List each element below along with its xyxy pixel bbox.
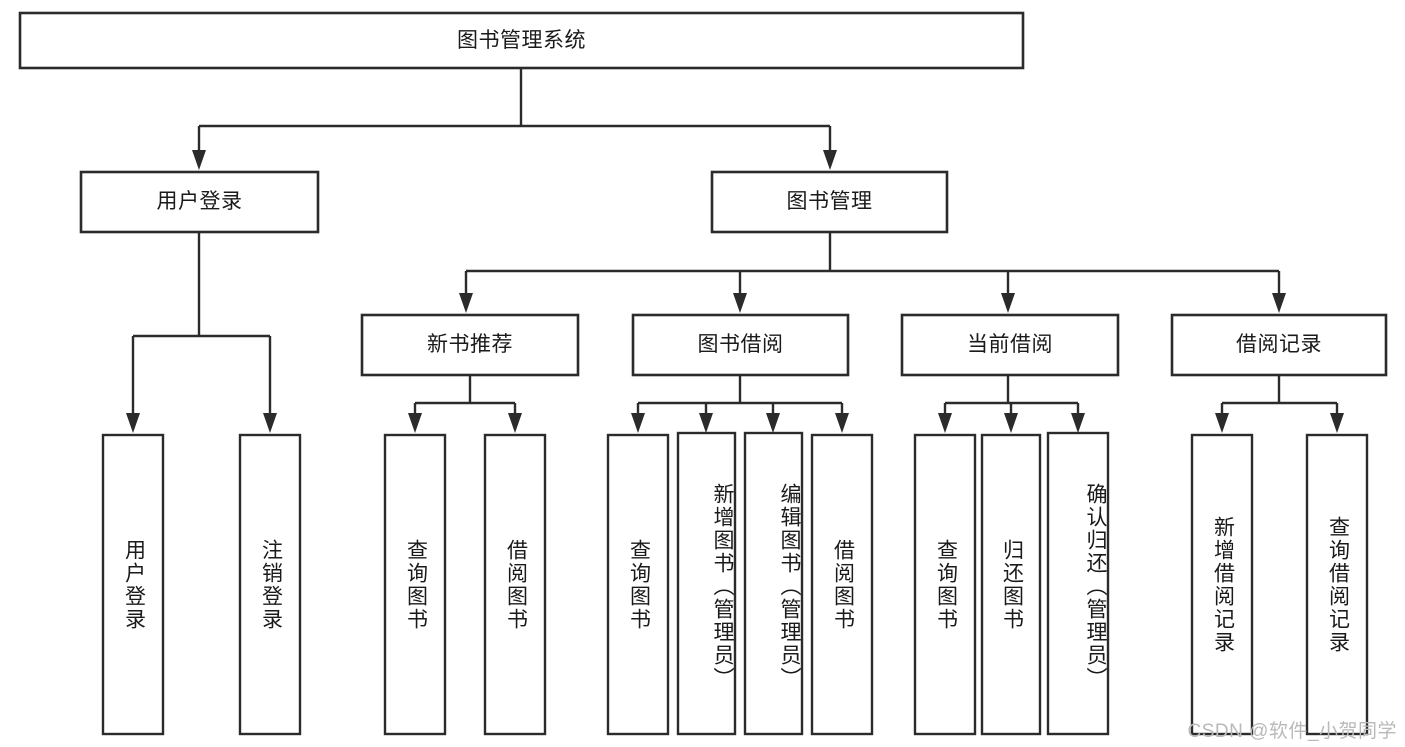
leaf-label-query-borrow-record: 查询借阅记录 — [1326, 515, 1350, 654]
node-label-current-borrow: 当前借阅 — [967, 333, 1053, 357]
node-box-root[interactable] — [18, 11, 1025, 70]
leaf-label-query-book-3: 查询图书 — [934, 538, 958, 631]
arrowhead-leaf-return-book — [1004, 413, 1018, 433]
arrowhead-leaf-add-borrow-record — [1215, 413, 1229, 433]
leaf-box-query-book-1[interactable] — [383, 433, 447, 736]
leaf-box-query-book-3[interactable] — [913, 433, 977, 736]
node-box-new-book-recommend[interactable] — [360, 313, 580, 377]
leaf-label-return-book: 归还图书 — [1000, 538, 1024, 631]
leaf-box-add-book-admin[interactable] — [676, 431, 737, 736]
leaf-box-edit-book-admin[interactable] — [743, 431, 804, 736]
leaf-label-add-borrow-record: 新增借阅记录 — [1211, 515, 1235, 654]
arrowhead-user-login — [192, 150, 206, 170]
leaf-label-query-book-1: 查询图书 — [404, 538, 428, 631]
leaf-label-query-book-2: 查询图书 — [627, 538, 651, 631]
node-label-borrow-records: 借阅记录 — [1236, 333, 1322, 357]
leaf-label-borrow-book-2: 借阅图书 — [831, 538, 855, 631]
arrowhead-current-borrow — [1001, 293, 1015, 313]
arrowhead-leaf-confirm-return-admin — [1071, 413, 1085, 433]
leaf-box-query-book-2[interactable] — [606, 433, 670, 736]
arrowhead-leaf-user-login — [126, 413, 140, 433]
arrowhead-leaf-logout — [263, 413, 277, 433]
leaf-box-add-borrow-record[interactable] — [1190, 433, 1254, 736]
arrowhead-leaf-edit-book-admin — [766, 413, 780, 433]
arrowhead-leaf-query-book-3 — [938, 413, 952, 433]
node-label-book-management: 图书管理 — [786, 190, 873, 214]
leaf-box-borrow-book-1[interactable] — [483, 433, 547, 736]
node-label-user-login: 用户登录 — [156, 190, 243, 214]
arrowhead-leaf-query-borrow-record — [1330, 413, 1344, 433]
arrowhead-new-book-recommend — [459, 293, 473, 313]
leaf-label-confirm-return-admin: 确认归还（管理员） — [1084, 483, 1107, 690]
node-label-book-borrow: 图书借阅 — [697, 333, 784, 357]
leaf-label-logout: 注销登录 — [259, 538, 283, 631]
node-box-user-login[interactable] — [79, 170, 320, 234]
leaf-box-logout[interactable] — [238, 433, 302, 736]
leaf-box-query-borrow-record[interactable] — [1305, 433, 1369, 736]
node-box-current-borrow[interactable] — [900, 313, 1120, 377]
node-label-root: 图书管理系统 — [457, 28, 586, 52]
arrowhead-leaf-query-book-2 — [631, 413, 645, 433]
arrowhead-leaf-add-book-admin — [699, 413, 713, 433]
leaf-box-borrow-book-2[interactable] — [810, 433, 874, 736]
arrowhead-book-management — [823, 150, 837, 170]
leaf-label-borrow-book-1: 借阅图书 — [504, 538, 528, 631]
leaf-box-confirm-return-admin[interactable] — [1046, 431, 1110, 736]
arrowhead-leaf-borrow-book-2 — [835, 413, 849, 433]
arrowhead-borrow-records — [1272, 293, 1286, 313]
leaf-label-add-book-admin: 新增图书（管理员） — [711, 483, 734, 690]
leaf-label-edit-book-admin: 编辑图书（管理员） — [778, 483, 801, 690]
leaf-label-user-login: 用户登录 — [122, 538, 146, 631]
arrowhead-leaf-query-book-1 — [408, 413, 422, 433]
leaf-box-return-book[interactable] — [980, 433, 1042, 736]
arrowhead-leaf-borrow-book-1 — [508, 413, 522, 433]
arrowhead-book-borrow — [733, 293, 747, 313]
leaf-box-user-login[interactable] — [101, 433, 165, 736]
node-label-new-book-recommend: 新书推荐 — [427, 333, 513, 357]
